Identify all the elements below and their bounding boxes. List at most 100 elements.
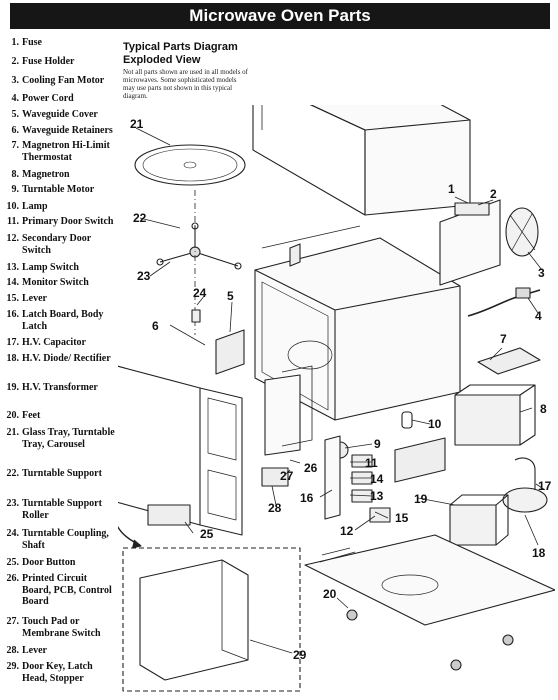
diagram-heading-line2: Exploded View bbox=[123, 54, 201, 66]
door bbox=[118, 365, 243, 536]
list-item: 17.H.V. Capacitor bbox=[3, 337, 120, 349]
list-item: 2.Fuse Holder bbox=[3, 56, 120, 68]
list-item: 18.H.V. Diode/ Rectifier bbox=[3, 353, 120, 365]
part-name: Printed Circuit Board, PCB, Control Boar… bbox=[22, 573, 112, 607]
callout-15: 15 bbox=[395, 511, 409, 525]
callout-20: 20 bbox=[323, 587, 337, 601]
part-name: Lamp Switch bbox=[22, 262, 79, 273]
part-number: 9. bbox=[11, 184, 20, 195]
list-item: 23.Turntable Support Roller bbox=[3, 498, 120, 521]
list-item: 24.Turntable Coupling, Shaft bbox=[3, 528, 120, 551]
list-item: 4.Power Cord bbox=[3, 93, 120, 105]
part-number: 29. bbox=[6, 661, 20, 672]
callout-27: 27 bbox=[280, 469, 294, 483]
callout-22: 22 bbox=[133, 211, 147, 225]
part-name: Latch Board, Body Latch bbox=[22, 309, 104, 332]
part-number: 8. bbox=[11, 169, 20, 180]
part-name: Power Cord bbox=[22, 93, 74, 104]
part-number: 24. bbox=[6, 528, 20, 539]
part-name: Secondary Door Switch bbox=[22, 233, 91, 256]
part-number: 12. bbox=[6, 233, 20, 244]
callout-24: 24 bbox=[193, 286, 207, 300]
list-item: 11.Primary Door Switch bbox=[3, 216, 120, 228]
part-number: 22. bbox=[6, 468, 20, 479]
part-number: 1. bbox=[11, 37, 20, 48]
part-name: Turntable Motor bbox=[22, 184, 95, 195]
part-name: Cooling Fan Motor bbox=[22, 75, 105, 86]
callout-10: 10 bbox=[428, 417, 442, 431]
part-name: H.V. Capacitor bbox=[22, 337, 86, 348]
part-number: 20. bbox=[6, 410, 20, 421]
callout-23: 23 bbox=[137, 269, 151, 283]
switch-group bbox=[324, 435, 391, 523]
callout-4: 4 bbox=[535, 309, 542, 323]
list-item: 21.Glass Tray, Turntable Tray, Carousel bbox=[3, 427, 120, 450]
cooling-fan bbox=[439, 199, 539, 286]
callout-17: 17 bbox=[538, 479, 552, 493]
list-item: 27.Touch Pad or Membrane Switch bbox=[3, 616, 120, 639]
callout-3: 3 bbox=[538, 266, 545, 280]
callout-9: 9 bbox=[374, 437, 381, 451]
callout-6: 6 bbox=[152, 319, 159, 333]
list-item: 1.Fuse bbox=[3, 37, 120, 49]
part-name: Feet bbox=[22, 410, 41, 421]
part-name: Lever bbox=[22, 645, 47, 656]
callout-13: 13 bbox=[370, 489, 384, 503]
callout-25: 25 bbox=[200, 527, 214, 541]
part-name: Turntable Support bbox=[22, 468, 102, 479]
part-number: 21. bbox=[6, 427, 20, 438]
door-detail-box bbox=[122, 547, 301, 692]
list-item: 22.Turntable Support bbox=[3, 468, 120, 480]
part-number: 19. bbox=[6, 382, 20, 393]
part-number: 18. bbox=[6, 353, 20, 364]
part-name: H.V. Transformer bbox=[22, 382, 98, 393]
part-name: Magnetron bbox=[22, 169, 70, 180]
part-name: Door Button bbox=[22, 557, 76, 568]
part-number: 2. bbox=[11, 56, 20, 67]
page-title: Microwave Oven Parts bbox=[10, 3, 550, 29]
list-item: 15.Lever bbox=[3, 293, 120, 305]
part-number: 13. bbox=[6, 262, 20, 273]
callout-26: 26 bbox=[304, 461, 318, 475]
callout-21: 21 bbox=[130, 117, 144, 131]
list-item: 28.Lever bbox=[3, 645, 120, 657]
magnetron bbox=[454, 384, 536, 446]
thermostat bbox=[477, 347, 541, 375]
part-name: Touch Pad or Membrane Switch bbox=[22, 616, 101, 639]
part-name: Turntable Coupling, Shaft bbox=[22, 528, 109, 551]
part-number: 16. bbox=[6, 309, 20, 320]
part-name: Glass Tray, Turntable Tray, Carousel bbox=[22, 427, 115, 450]
callout-8: 8 bbox=[540, 402, 547, 416]
part-number: 17. bbox=[6, 337, 20, 348]
coupling-shaft bbox=[191, 309, 201, 323]
list-item: 26.Printed Circuit Board, PCB, Control B… bbox=[3, 573, 120, 608]
part-number: 7. bbox=[11, 140, 20, 151]
part-number: 14. bbox=[6, 277, 20, 288]
door-inner-panel bbox=[139, 559, 249, 681]
list-item: 16.Latch Board, Body Latch bbox=[3, 309, 120, 332]
list-item: 8.Magnetron bbox=[3, 169, 120, 181]
callout-11: 11 bbox=[365, 456, 378, 470]
callout-5: 5 bbox=[227, 289, 234, 303]
callout-1: 1 bbox=[448, 182, 455, 196]
part-name: Monitor Switch bbox=[22, 277, 89, 288]
part-number: 4. bbox=[11, 93, 20, 104]
lever-28 bbox=[261, 467, 289, 487]
part-name: Primary Door Switch bbox=[22, 216, 114, 227]
callout-29: 29 bbox=[293, 648, 307, 662]
glass-tray bbox=[134, 144, 246, 186]
part-name: H.V. Diode/ Rectifier bbox=[22, 353, 111, 364]
part-number: 3. bbox=[11, 75, 20, 86]
part-name: Waveguide Retainers bbox=[22, 125, 113, 136]
diagram-heading: Typical Parts Diagram Exploded View bbox=[123, 41, 238, 67]
outer-cabinet bbox=[252, 105, 471, 216]
part-number: 5. bbox=[11, 109, 20, 120]
callout-19: 19 bbox=[414, 492, 428, 506]
part-number: 25. bbox=[6, 557, 20, 568]
power-cord bbox=[467, 287, 541, 317]
part-name: Magnetron Hi-Limit Thermostat bbox=[22, 140, 110, 163]
list-item: 29.Door Key, Latch Head, Stopper bbox=[3, 661, 120, 684]
part-number: 26. bbox=[6, 573, 20, 584]
part-number: 11. bbox=[7, 216, 19, 227]
list-item: 9.Turntable Motor bbox=[3, 184, 120, 196]
